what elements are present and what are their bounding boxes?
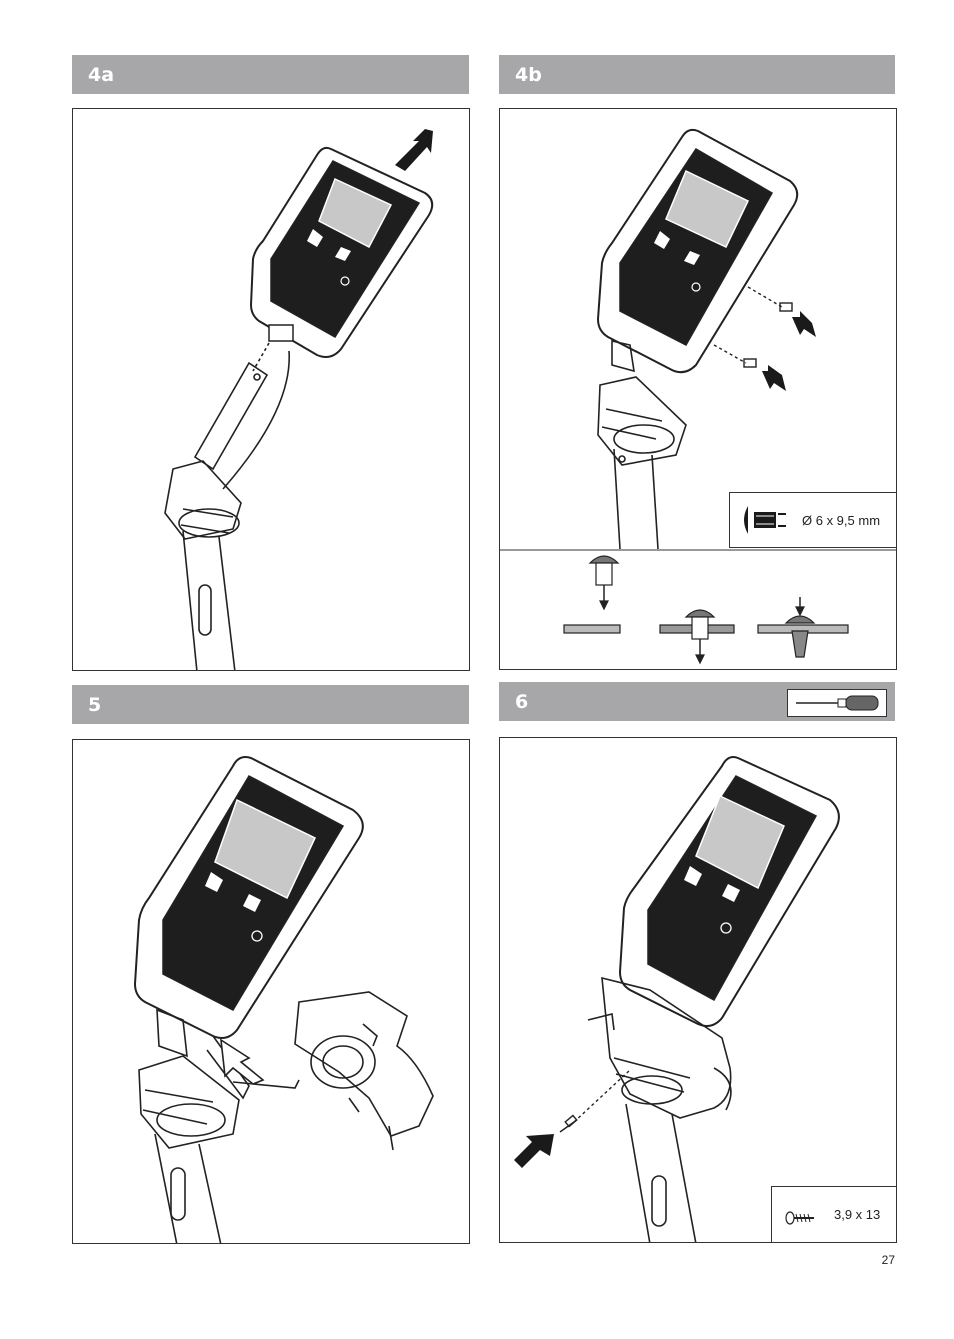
panel-5 bbox=[72, 739, 470, 1244]
rivet-icon bbox=[740, 500, 790, 540]
panel-4b bbox=[499, 108, 897, 670]
screw-icon bbox=[784, 1208, 818, 1228]
mount-bracket bbox=[139, 1010, 299, 1244]
screw-spec-box: 3,9 x 13 bbox=[771, 1186, 897, 1243]
console-illustration bbox=[251, 148, 432, 357]
section-header-4a: 4a bbox=[72, 55, 469, 94]
arrow-icon bbox=[514, 1134, 554, 1168]
page-number: 27 bbox=[882, 1253, 895, 1267]
section-header-5: 5 bbox=[72, 685, 469, 724]
screwdriver-icon bbox=[788, 690, 886, 716]
panel-6 bbox=[499, 737, 897, 1243]
panel-4a bbox=[72, 108, 470, 671]
rivet-sequence bbox=[564, 556, 848, 663]
section-label-4a: 4a bbox=[88, 64, 114, 86]
section-header-4b: 4b bbox=[499, 55, 895, 94]
section-label-5: 5 bbox=[88, 694, 101, 716]
arrow-icon bbox=[762, 311, 816, 391]
rivet-spec-text: Ø 6 x 9,5 mm bbox=[802, 513, 880, 528]
console-illustration bbox=[598, 130, 797, 372]
console-illustration bbox=[620, 757, 839, 1026]
rivet-spec-box: Ø 6 x 9,5 mm bbox=[729, 492, 897, 548]
console-illustration bbox=[135, 757, 363, 1038]
section-label-6: 6 bbox=[515, 691, 528, 713]
cover-part bbox=[295, 992, 433, 1150]
screw-spec-text: 3,9 x 13 bbox=[834, 1207, 880, 1222]
tool-box bbox=[787, 689, 887, 717]
mount-bracket bbox=[165, 343, 289, 671]
arrow-icon bbox=[395, 129, 433, 171]
screw-insertion bbox=[560, 1070, 630, 1132]
mount-bracket bbox=[598, 341, 686, 549]
section-label-4b: 4b bbox=[515, 64, 542, 86]
